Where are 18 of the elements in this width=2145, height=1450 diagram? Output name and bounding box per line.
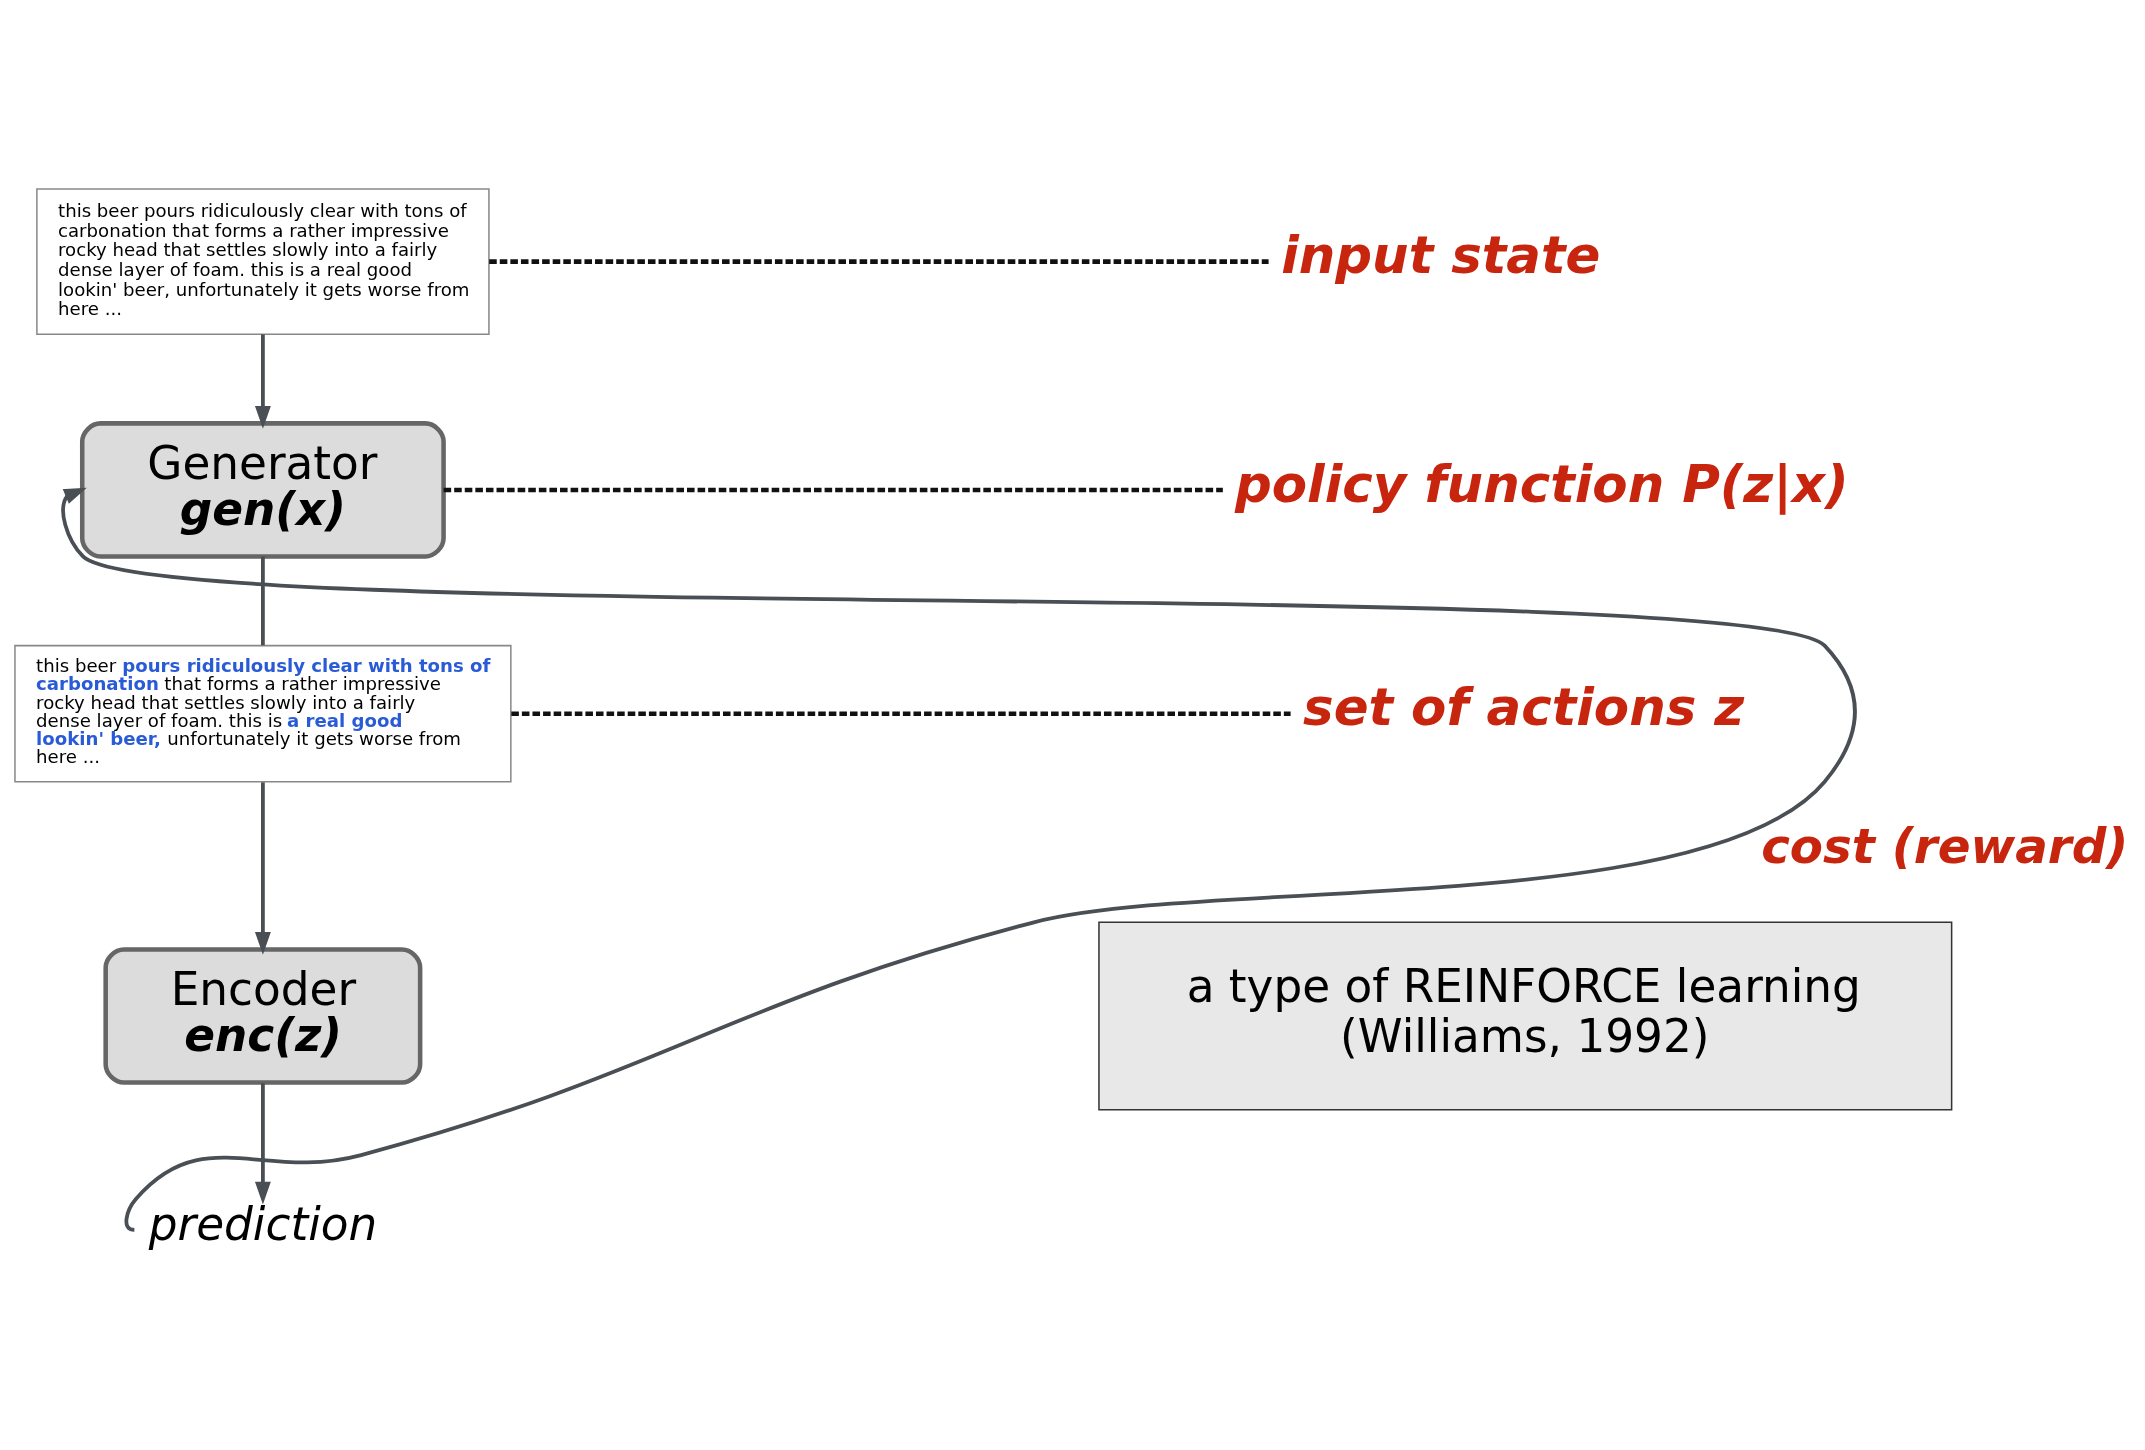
node-text: prediction xyxy=(148,1197,378,1251)
connector xyxy=(489,259,1269,264)
node-text: set of actions z xyxy=(1303,677,1745,738)
node-box: Encoder enc(z) xyxy=(103,947,423,1085)
node-box: a type of REINFORCE learning (Williams, 1992) xyxy=(1098,921,1953,1111)
arrow xyxy=(254,334,271,429)
connector xyxy=(261,556,265,646)
connector xyxy=(511,711,1291,716)
connector xyxy=(443,487,1223,493)
node-text: policy function P(z|x) xyxy=(1235,453,1849,514)
node-box: this beer pours ridiculously clear with tons of carbonation that forms a rather impressive rocky head that settles slowly into a fairly dense layer of foam. this is a real good lookin' beer, unfortunately it gets worse from here ... xyxy=(36,188,490,335)
node-box: this beer pours ridiculously clear with tons of carbonation that forms a rather impressive rocky head that settles slowly into a fairly dense layer of foam. this is a real good lookin' beer, unfortunately it gets worse from here ... xyxy=(14,644,512,783)
edge-label: cost (reward) xyxy=(1761,817,2129,874)
arrow xyxy=(62,487,1855,1231)
arrow xyxy=(254,782,271,955)
arrow xyxy=(254,1083,271,1205)
node-text: input state xyxy=(1281,225,1601,286)
node-box: Generator gen(x) xyxy=(79,421,446,559)
